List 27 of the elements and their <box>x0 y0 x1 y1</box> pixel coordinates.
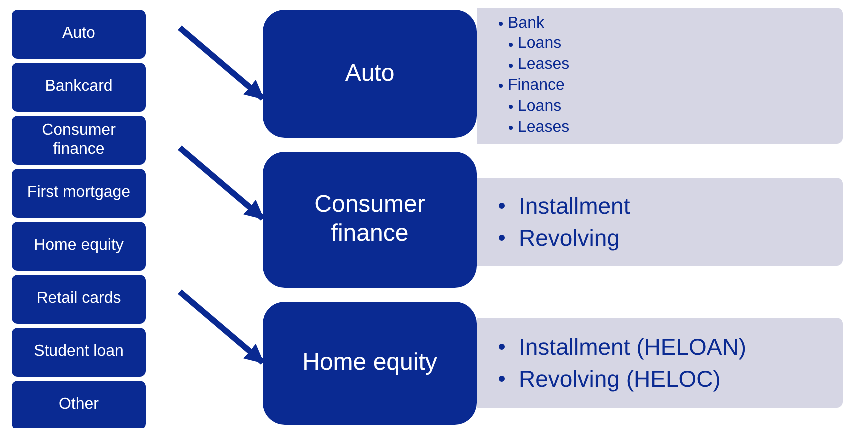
arrow <box>178 146 265 221</box>
list-item: Installment (HELOAN) <box>519 332 747 362</box>
category-box: Consumer finance <box>263 152 477 288</box>
category-box: Retail cards <box>12 275 146 324</box>
list-item: Leases <box>518 118 570 138</box>
list-item: Revolving (HELOC) <box>519 365 721 394</box>
category-box: Home equity <box>263 302 477 425</box>
list-item: Loans <box>518 34 562 54</box>
arrow <box>178 26 265 101</box>
detail-panel <box>477 318 843 408</box>
category-box: Other <box>12 381 146 428</box>
category-box: Student loan <box>12 328 146 377</box>
category-box: First mortgage <box>12 169 146 218</box>
category-box: Bankcard <box>12 63 146 112</box>
category-box: Home equity <box>12 222 146 271</box>
list-item: Installment <box>519 192 630 221</box>
category-box: Consumer finance <box>12 116 146 165</box>
list-item: Finance <box>508 76 565 96</box>
category-box: Auto <box>12 10 146 59</box>
list-item: Leases <box>518 55 570 76</box>
arrow <box>178 290 265 365</box>
detail-panel <box>477 8 843 144</box>
detail-panel <box>477 178 843 266</box>
list-item: Loans <box>518 96 562 117</box>
list-item: Bank <box>508 14 544 34</box>
list-item: Revolving <box>519 224 620 253</box>
category-box: Auto <box>263 10 477 138</box>
